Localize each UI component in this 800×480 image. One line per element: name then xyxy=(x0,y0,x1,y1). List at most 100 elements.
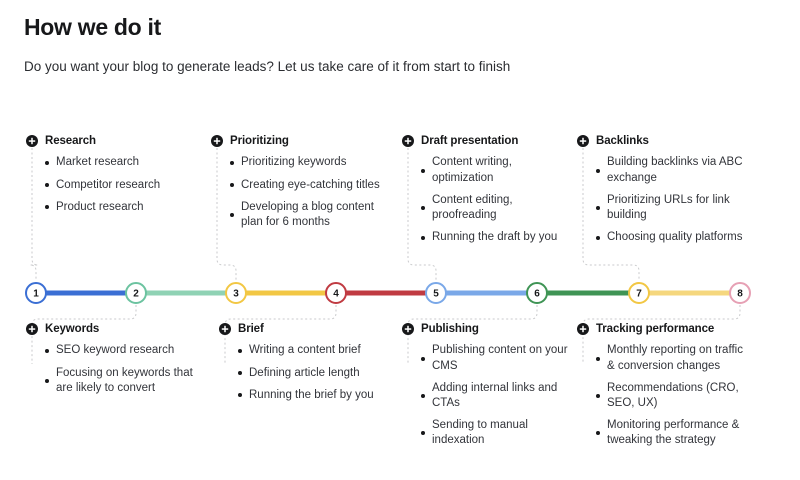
step-list-item: Sending to manual indexation xyxy=(421,418,572,448)
step-list-item: SEO keyword research xyxy=(45,343,201,358)
step-list-item: Monthly reporting on traffic & conversio… xyxy=(596,343,752,373)
timeline-node-3[interactable]: 3 xyxy=(225,282,247,304)
step-title: Tracking performance xyxy=(596,323,715,335)
node-number: 2 xyxy=(133,289,139,300)
step-title: Draft presentation xyxy=(421,135,519,147)
timeline-node-6[interactable]: 6 xyxy=(526,282,548,304)
step-list-item: Monitoring performance & tweaking the st… xyxy=(596,418,752,448)
step-list-item: Prioritizing URLs for link building xyxy=(596,193,752,223)
step-item-list: Publishing content on your CMS Adding int… xyxy=(421,343,572,448)
step-list-item: Running the draft by you xyxy=(421,230,572,245)
timeline-node-5[interactable]: 5 xyxy=(425,282,447,304)
step-header-1[interactable]: Research xyxy=(26,134,196,148)
step-list-item: Content writing, optimization xyxy=(421,155,572,185)
step-list-item: Competitor research xyxy=(45,178,196,193)
node-number: 8 xyxy=(737,289,743,300)
step-item-list: Monthly reporting on traffic & conversio… xyxy=(596,343,752,448)
timeline-node-7[interactable]: 7 xyxy=(628,282,650,304)
plus-circle-icon xyxy=(402,135,414,147)
step-list-item: Publishing content on your CMS xyxy=(421,343,572,373)
plus-circle-icon xyxy=(219,323,231,335)
step-header-7[interactable]: Backlinks xyxy=(577,134,752,148)
node-circle xyxy=(628,282,650,304)
step-title: Keywords xyxy=(45,323,100,335)
page-subtitle: Do you want your blog to generate leads?… xyxy=(24,58,511,74)
timeline-node-1[interactable]: 1 xyxy=(25,282,47,304)
timeline-rail: 1 2 3 4 5 6 7 8 xyxy=(25,148,751,364)
plus-circle-icon xyxy=(577,135,589,147)
step-title: Prioritizing xyxy=(230,135,289,147)
node-number: 4 xyxy=(333,289,339,300)
step-connector-5 xyxy=(407,148,437,281)
step-list-item: Running the brief by you xyxy=(238,388,394,403)
step-title: Research xyxy=(45,135,96,147)
node-circle xyxy=(325,282,347,304)
plus-circle-icon xyxy=(402,323,414,335)
node-number: 5 xyxy=(433,289,439,300)
node-circle xyxy=(729,282,751,304)
step-list-item: Creating eye-catching titles xyxy=(230,178,386,193)
step-list-item: Prioritizing keywords xyxy=(230,155,386,170)
step-header-4[interactable]: Brief xyxy=(219,322,394,336)
plus-circle-icon xyxy=(26,323,38,335)
step-connector-1 xyxy=(29,148,39,281)
node-number: 6 xyxy=(534,289,540,300)
node-circle xyxy=(25,282,47,304)
plus-circle-icon xyxy=(211,135,223,147)
plus-circle-icon xyxy=(577,323,589,335)
step-list-item: Writing a content brief xyxy=(238,343,394,358)
step-connector-6 xyxy=(407,305,538,364)
step-header-2[interactable]: Keywords xyxy=(26,322,201,336)
node-number: 1 xyxy=(33,289,39,300)
timeline-node-4[interactable]: 4 xyxy=(325,282,347,304)
timeline-node-2[interactable]: 2 xyxy=(125,282,147,304)
node-circle xyxy=(225,282,247,304)
node-number: 3 xyxy=(233,289,239,300)
step-list-item: Market research xyxy=(45,155,196,170)
step-list-item: Recommendations (CRO, SEO, UX) xyxy=(596,381,752,411)
step-title: Brief xyxy=(238,323,264,335)
step-title: Backlinks xyxy=(596,135,649,147)
step-header-3[interactable]: Prioritizing xyxy=(211,134,386,148)
step-connector-2 xyxy=(31,305,137,364)
step-list-item: Product research xyxy=(45,200,196,215)
node-number: 7 xyxy=(636,289,642,300)
step-header-8[interactable]: Tracking performance xyxy=(577,322,752,336)
step-list-item: Choosing quality platforms xyxy=(596,230,752,245)
step-connector-7 xyxy=(582,148,640,281)
step-connector-8 xyxy=(582,305,741,364)
page-header: How we do it Do you want your blog to ge… xyxy=(24,14,776,75)
page-title: How we do it xyxy=(24,14,161,40)
step-list-item: Defining article length xyxy=(238,366,394,381)
step-list-item: Adding internal links and CTAs xyxy=(421,381,572,411)
timeline-node-8[interactable]: 8 xyxy=(729,282,751,304)
step-list-item: Focusing on keywords that are likely to … xyxy=(45,366,201,396)
plus-circle-icon xyxy=(26,135,38,147)
step-connector-4 xyxy=(224,305,337,364)
step-title: Publishing xyxy=(421,323,479,335)
step-list-item: Content editing, proofreading xyxy=(421,193,572,223)
step-header-5[interactable]: Draft presentation xyxy=(402,134,572,148)
node-circle xyxy=(125,282,147,304)
node-circle xyxy=(526,282,548,304)
step-list-item: Developing a blog content plan for 6 mon… xyxy=(230,200,386,230)
step-list-item: Building backlinks via ABC exchange xyxy=(596,155,752,185)
step-connector-3 xyxy=(216,148,237,281)
node-circle xyxy=(425,282,447,304)
step-header-6[interactable]: Publishing xyxy=(402,322,572,336)
